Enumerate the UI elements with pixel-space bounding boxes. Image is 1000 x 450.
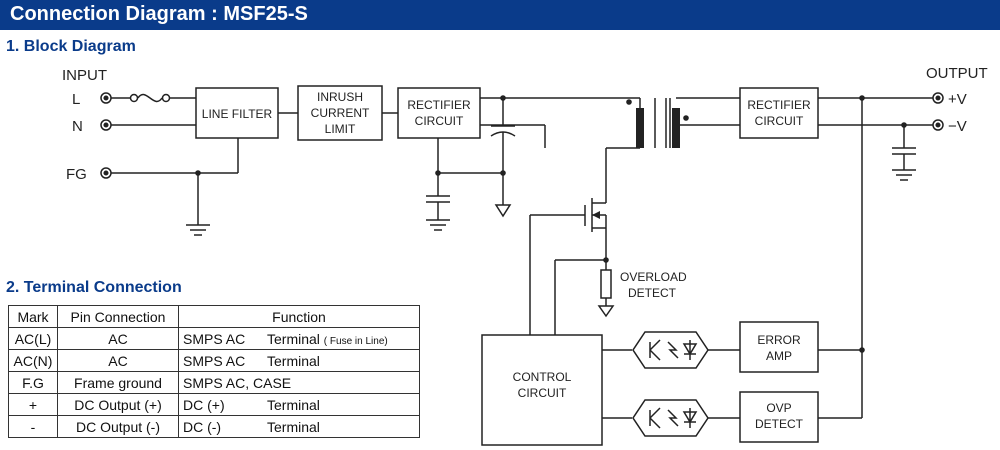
fuse-symbol [137,93,163,103]
ovp-detect-box [739,391,819,443]
page-title: Connection Diagram : MSF25-S [10,3,308,25]
error-amp-box [739,321,819,373]
row-mark: AC(L) [8,327,58,350]
pin-l-label: L [72,91,80,108]
table-row: AC(N) AC SMPS AC Terminal [8,349,420,372]
rectifier-circuit-output-box [739,87,819,139]
function-type: DC (-) [183,418,222,435]
rectifier-circuit-input-box [397,87,481,139]
row-pin: DC Output (-) [57,415,179,438]
header-bar: Connection Diagram : MSF25-S [0,0,1000,30]
error-amp-label-1: ERROR [757,333,801,347]
inrush-label-2: CURRENT [311,106,370,120]
rectifier-out-label-2: CIRCUIT [755,114,804,128]
overload-label-2: DETECT [628,286,677,300]
function-terminal: Terminal [267,352,320,369]
row-function: SMPS AC, CASE [178,371,420,394]
function-type: SMPS AC, CASE [183,374,292,391]
row-function: DC (+) Terminal [178,393,420,416]
control-label-2: CIRCUIT [518,386,567,400]
header-mark: Mark [8,305,58,328]
optocoupler-2 [632,399,709,437]
function-type: SMPS AC [183,330,246,347]
row-mark: AC(N) [8,349,58,372]
header-pin-connection: Pin Connection [57,305,179,328]
row-mark: + [8,393,58,416]
row-function: SMPS AC Terminal ( Fuse in Line) [178,327,420,350]
table-row: - DC Output (-) DC (-) Terminal [8,415,420,438]
error-amp-label-2: AMP [766,349,792,363]
terminal-connection-table: Mark Pin Connection Function AC(L) AC SM… [8,305,420,438]
row-function: SMPS AC Terminal [178,349,420,372]
table-row: AC(L) AC SMPS AC Terminal ( Fuse in Line) [8,327,420,350]
overload-resistor [600,269,612,299]
transformer-secondary-core [672,108,680,148]
out-neg-label: −V [948,118,967,135]
rectifier-out-label-1: RECTIFIER [747,98,811,112]
function-type: SMPS AC [183,352,246,369]
line-filter-label: LINE FILTER [202,107,273,121]
function-terminal: Terminal [267,330,320,347]
function-terminal: Terminal [267,418,320,435]
row-pin: Frame ground [57,371,179,394]
row-mark: F.G [8,371,58,394]
function-terminal: Terminal [267,396,320,413]
function-note: ( Fuse in Line) [323,335,388,347]
control-label-1: CONTROL [513,370,572,384]
output-label: OUTPUT [926,65,988,82]
pin-n-label: N [72,118,83,135]
function-type: DC (+) [183,396,225,413]
section-terminal-connection-title: 2. Terminal Connection [6,279,182,296]
table-row: + DC Output (+) DC (+) Terminal [8,393,420,416]
ovp-label-1: OVP [766,401,791,415]
optocoupler-1 [632,331,709,369]
ovp-label-2: DETECT [755,417,804,431]
section-block-diagram-title: 1. Block Diagram [6,38,136,55]
row-function: DC (-) Terminal [178,415,420,438]
inrush-label-3: LIMIT [325,122,356,136]
rectifier-in-label-2: CIRCUIT [415,114,464,128]
input-label: INPUT [62,67,107,84]
row-pin: AC [57,327,179,350]
row-pin: AC [57,349,179,372]
overload-label-1: OVERLOAD [620,270,687,284]
row-mark: - [8,415,58,438]
inrush-label-1: INRUSH [317,90,363,104]
control-circuit-box [481,334,603,446]
rectifier-in-label-1: RECTIFIER [407,98,471,112]
table-header-row: Mark Pin Connection Function [8,305,420,328]
transformer-primary-core [636,108,644,148]
table-row: F.G Frame ground SMPS AC, CASE [8,371,420,394]
out-pos-label: +V [948,91,967,108]
pin-fg-label: FG [66,166,87,183]
header-function: Function [178,305,420,328]
row-pin: DC Output (+) [57,393,179,416]
